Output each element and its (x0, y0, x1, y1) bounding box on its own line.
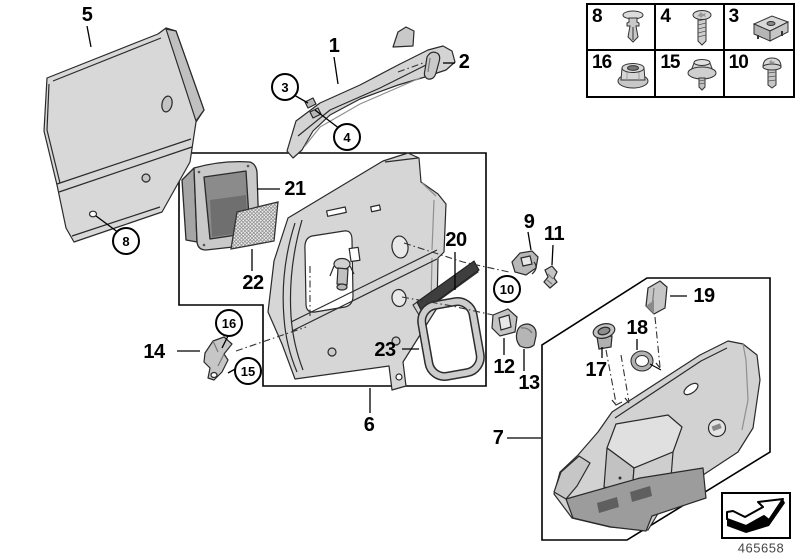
callout-23[interactable]: 23 (374, 339, 396, 361)
fastener-number: 8 (592, 6, 603, 27)
callout-21[interactable]: 21 (284, 178, 306, 200)
callout-15-number: 15 (240, 363, 256, 379)
callout-17[interactable]: 17 (585, 359, 607, 381)
drawing-number: 465658 (737, 540, 785, 556)
part-11-clip (543, 265, 558, 289)
callout-11[interactable]: 11 (543, 223, 565, 245)
callout-2[interactable]: 2 (458, 51, 470, 73)
mounting-dash-lines (235, 62, 661, 404)
part-6-lateral-trim-panel (267, 152, 447, 391)
detail-box-right (541, 277, 771, 541)
fastener-cell-16[interactable]: 16 (588, 50, 657, 96)
fastener-number: 15 (660, 51, 680, 73)
part-19-cover (645, 280, 668, 315)
travel-direction-arrow-icon (726, 498, 785, 533)
part-5-side-trim-panel (43, 27, 205, 243)
callout-18[interactable]: 18 (626, 317, 648, 339)
callout-9[interactable]: 9 (523, 211, 535, 233)
callout-3-number: 3 (281, 79, 289, 95)
part-23-frame-bezel (417, 297, 485, 381)
expanding-rivet-icon (622, 10, 644, 43)
callout-16-number: 16 (221, 315, 237, 331)
callout-4-number: 4 (343, 129, 351, 145)
part-20-trim-strip (412, 260, 480, 316)
fastener-number: 3 (728, 6, 740, 27)
part-13-cover-shell (515, 323, 537, 349)
callout-13[interactable]: 13 (518, 372, 540, 394)
detail-box-center (178, 152, 487, 387)
part-2-bracket (423, 51, 441, 80)
fastener-number: 4 (660, 6, 671, 27)
part-17-grommet (592, 323, 616, 350)
callout-8-number: 8 (122, 233, 130, 249)
travel-direction-box (721, 492, 791, 539)
part-14-mounting-bracket (203, 336, 233, 381)
washer-screw-icon (687, 58, 717, 91)
callout-3[interactable]: 3 (271, 73, 299, 101)
part-7-side-trim-panel (553, 340, 761, 532)
part-9-latch-fitting (511, 250, 539, 276)
part-12-socket-bracket (491, 308, 518, 337)
clip-on-nut-icon (752, 15, 790, 42)
callout-19[interactable]: 19 (693, 285, 715, 307)
callout-16[interactable]: 16 (215, 309, 243, 337)
callout-10[interactable]: 10 (493, 275, 521, 303)
torx-screw-icon (692, 10, 712, 46)
fastener-cell-4[interactable]: 4 (656, 5, 725, 51)
fastener-cell-3[interactable]: 3 (724, 5, 793, 51)
callout-12[interactable]: 12 (493, 356, 515, 378)
part-1-sill-trim (286, 26, 456, 159)
part-22-mesh-insert (230, 201, 279, 250)
callout-7[interactable]: 7 (492, 427, 504, 449)
pan-head-screw-icon (762, 56, 782, 89)
mounting-ticks (611, 362, 661, 406)
fastener-number: 16 (592, 51, 612, 73)
callout-8[interactable]: 8 (112, 227, 140, 255)
callout-15[interactable]: 15 (234, 357, 262, 385)
callout-5[interactable]: 5 (81, 4, 93, 26)
part-18-sealing-ring (630, 350, 654, 372)
callout-22[interactable]: 22 (242, 272, 264, 294)
fastener-cell-8[interactable]: 8 (588, 5, 657, 51)
callout-1[interactable]: 1 (328, 35, 340, 57)
callout-6[interactable]: 6 (363, 414, 375, 436)
fastener-cell-15[interactable]: 15 (656, 50, 725, 96)
callout-20[interactable]: 20 (445, 229, 467, 251)
fastener-cell-10[interactable]: 10 (725, 51, 793, 97)
callout-10-number: 10 (499, 281, 515, 297)
callout-4[interactable]: 4 (333, 123, 361, 151)
flange-nut-icon (617, 62, 649, 88)
fastener-number: 10 (728, 51, 749, 73)
fastener-table: 8 4 3 16 (586, 3, 795, 98)
callout-14[interactable]: 14 (143, 341, 165, 363)
